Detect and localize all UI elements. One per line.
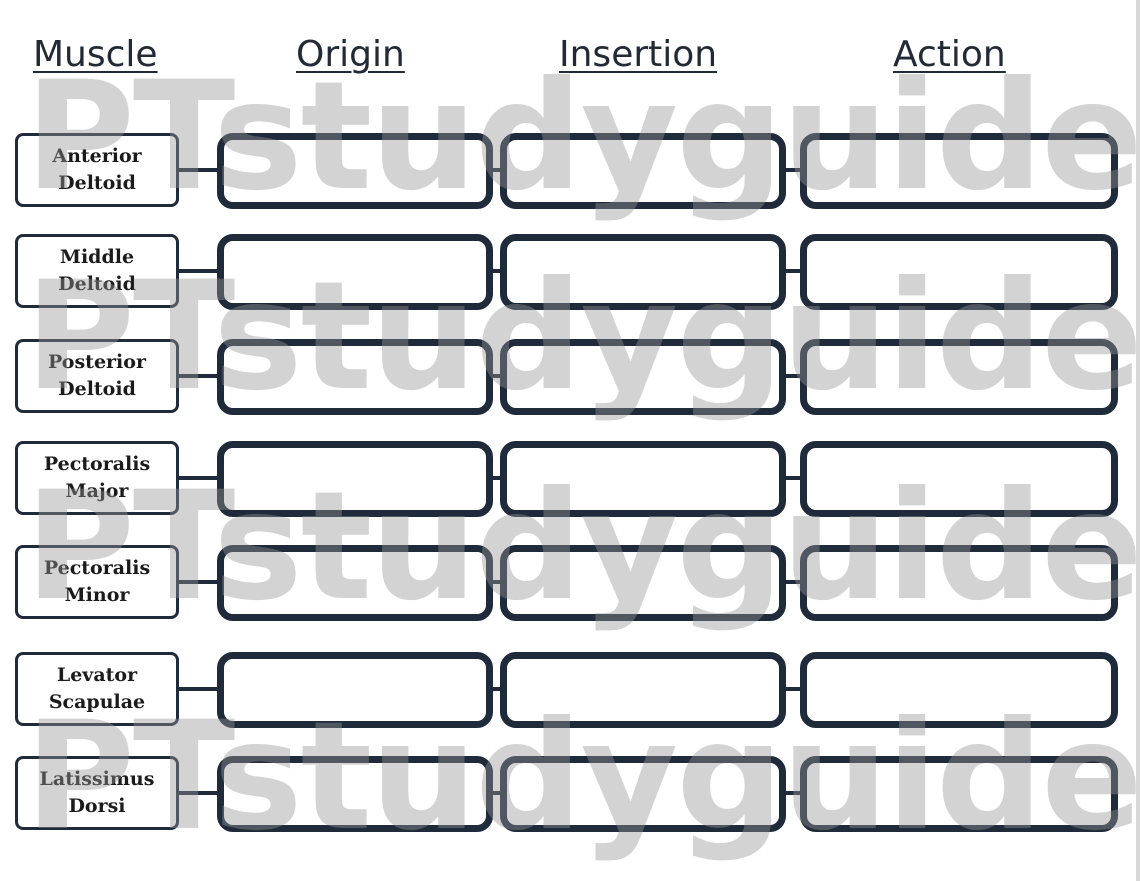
muscle-name-box: Posterior Deltoid bbox=[15, 339, 179, 413]
connector-line bbox=[783, 580, 803, 584]
origin-answer-box[interactable] bbox=[217, 441, 493, 517]
origin-answer-box[interactable] bbox=[217, 234, 493, 310]
connector-line bbox=[783, 476, 803, 480]
connector-line bbox=[783, 168, 803, 172]
origin-answer-box[interactable] bbox=[217, 756, 493, 832]
action-answer-box[interactable] bbox=[800, 652, 1118, 728]
insertion-answer-box[interactable] bbox=[500, 545, 786, 621]
muscle-name: Pectoralis Major bbox=[22, 451, 172, 504]
connector-line bbox=[490, 580, 502, 584]
action-answer-box[interactable] bbox=[800, 756, 1118, 832]
muscle-row: Latissimus Dorsi bbox=[0, 754, 1140, 836]
connector-line bbox=[179, 687, 219, 691]
muscle-name: Pectoralis Minor bbox=[22, 555, 172, 608]
origin-answer-box[interactable] bbox=[217, 339, 493, 415]
muscle-name-line1: Pectoralis bbox=[43, 557, 151, 580]
muscle-name-box: Middle Deltoid bbox=[15, 234, 179, 308]
insertion-answer-box[interactable] bbox=[500, 339, 786, 415]
insertion-answer-box[interactable] bbox=[500, 133, 786, 209]
origin-answer-box[interactable] bbox=[217, 133, 493, 209]
muscle-name-line2: Deltoid bbox=[58, 378, 136, 400]
muscle-row: Posterior Deltoid bbox=[0, 337, 1140, 419]
muscle-name-box: Pectoralis Minor bbox=[15, 545, 179, 619]
connector-line bbox=[179, 791, 219, 795]
muscle-name-line1: Anterior bbox=[52, 145, 142, 168]
connector-line bbox=[179, 168, 219, 172]
insertion-answer-box[interactable] bbox=[500, 756, 786, 832]
muscle-name-box: Latissimus Dorsi bbox=[15, 756, 179, 830]
header-origin: Origin bbox=[296, 34, 405, 75]
muscle-name-line2: Major bbox=[65, 480, 129, 502]
muscle-name-line2: Scapulae bbox=[48, 691, 146, 713]
muscle-name: Latissimus Dorsi bbox=[22, 766, 172, 819]
action-answer-box[interactable] bbox=[800, 339, 1118, 415]
connector-line bbox=[783, 374, 803, 378]
muscle-name: Middle Deltoid bbox=[22, 244, 172, 297]
connector-line bbox=[490, 476, 502, 480]
connector-line bbox=[179, 580, 219, 584]
connector-line bbox=[490, 269, 502, 273]
muscle-name-line2: Deltoid bbox=[58, 273, 136, 295]
muscle-name-line1: Middle bbox=[59, 246, 135, 269]
origin-answer-box[interactable] bbox=[217, 652, 493, 728]
muscle-row: Pectoralis Minor bbox=[0, 543, 1140, 625]
action-answer-box[interactable] bbox=[800, 234, 1118, 310]
header-insertion: Insertion bbox=[559, 34, 718, 75]
muscle-name-box: Pectoralis Major bbox=[15, 441, 179, 515]
muscle-name-line1: Pectoralis bbox=[43, 453, 151, 476]
muscle-name: Levator Scapulae bbox=[22, 662, 172, 715]
connector-line bbox=[490, 791, 502, 795]
muscle-name-line1: Posterior bbox=[48, 351, 146, 374]
muscle-row: Pectoralis Major bbox=[0, 439, 1140, 521]
page-edge bbox=[1136, 0, 1140, 881]
connector-line bbox=[783, 791, 803, 795]
origin-answer-box[interactable] bbox=[217, 545, 493, 621]
muscle-name: Posterior Deltoid bbox=[22, 349, 172, 402]
insertion-answer-box[interactable] bbox=[500, 441, 786, 517]
connector-line bbox=[179, 269, 219, 273]
muscle-name-line1: Latissimus bbox=[39, 768, 155, 791]
muscle-name-line2: Deltoid bbox=[58, 172, 136, 194]
connector-line bbox=[490, 374, 502, 378]
muscle-name-line1: Levator bbox=[56, 664, 138, 687]
muscle-name-line2: Dorsi bbox=[68, 795, 126, 817]
connector-line bbox=[490, 168, 502, 172]
insertion-answer-box[interactable] bbox=[500, 234, 786, 310]
action-answer-box[interactable] bbox=[800, 441, 1118, 517]
header-muscle: Muscle bbox=[33, 34, 158, 75]
connector-line bbox=[783, 269, 803, 273]
muscle-name: Anterior Deltoid bbox=[22, 143, 172, 196]
connector-line bbox=[490, 687, 502, 691]
muscle-row: Middle Deltoid bbox=[0, 232, 1140, 314]
muscle-row: Anterior Deltoid bbox=[0, 131, 1140, 213]
connector-line bbox=[179, 374, 219, 378]
insertion-answer-box[interactable] bbox=[500, 652, 786, 728]
action-answer-box[interactable] bbox=[800, 133, 1118, 209]
connector-line bbox=[179, 476, 219, 480]
muscle-name-box: Levator Scapulae bbox=[15, 652, 179, 726]
action-answer-box[interactable] bbox=[800, 545, 1118, 621]
connector-line bbox=[783, 687, 803, 691]
muscle-name-box: Anterior Deltoid bbox=[15, 133, 179, 207]
muscle-name-line2: Minor bbox=[64, 584, 130, 606]
muscle-row: Levator Scapulae bbox=[0, 650, 1140, 732]
header-action: Action bbox=[893, 34, 1006, 75]
